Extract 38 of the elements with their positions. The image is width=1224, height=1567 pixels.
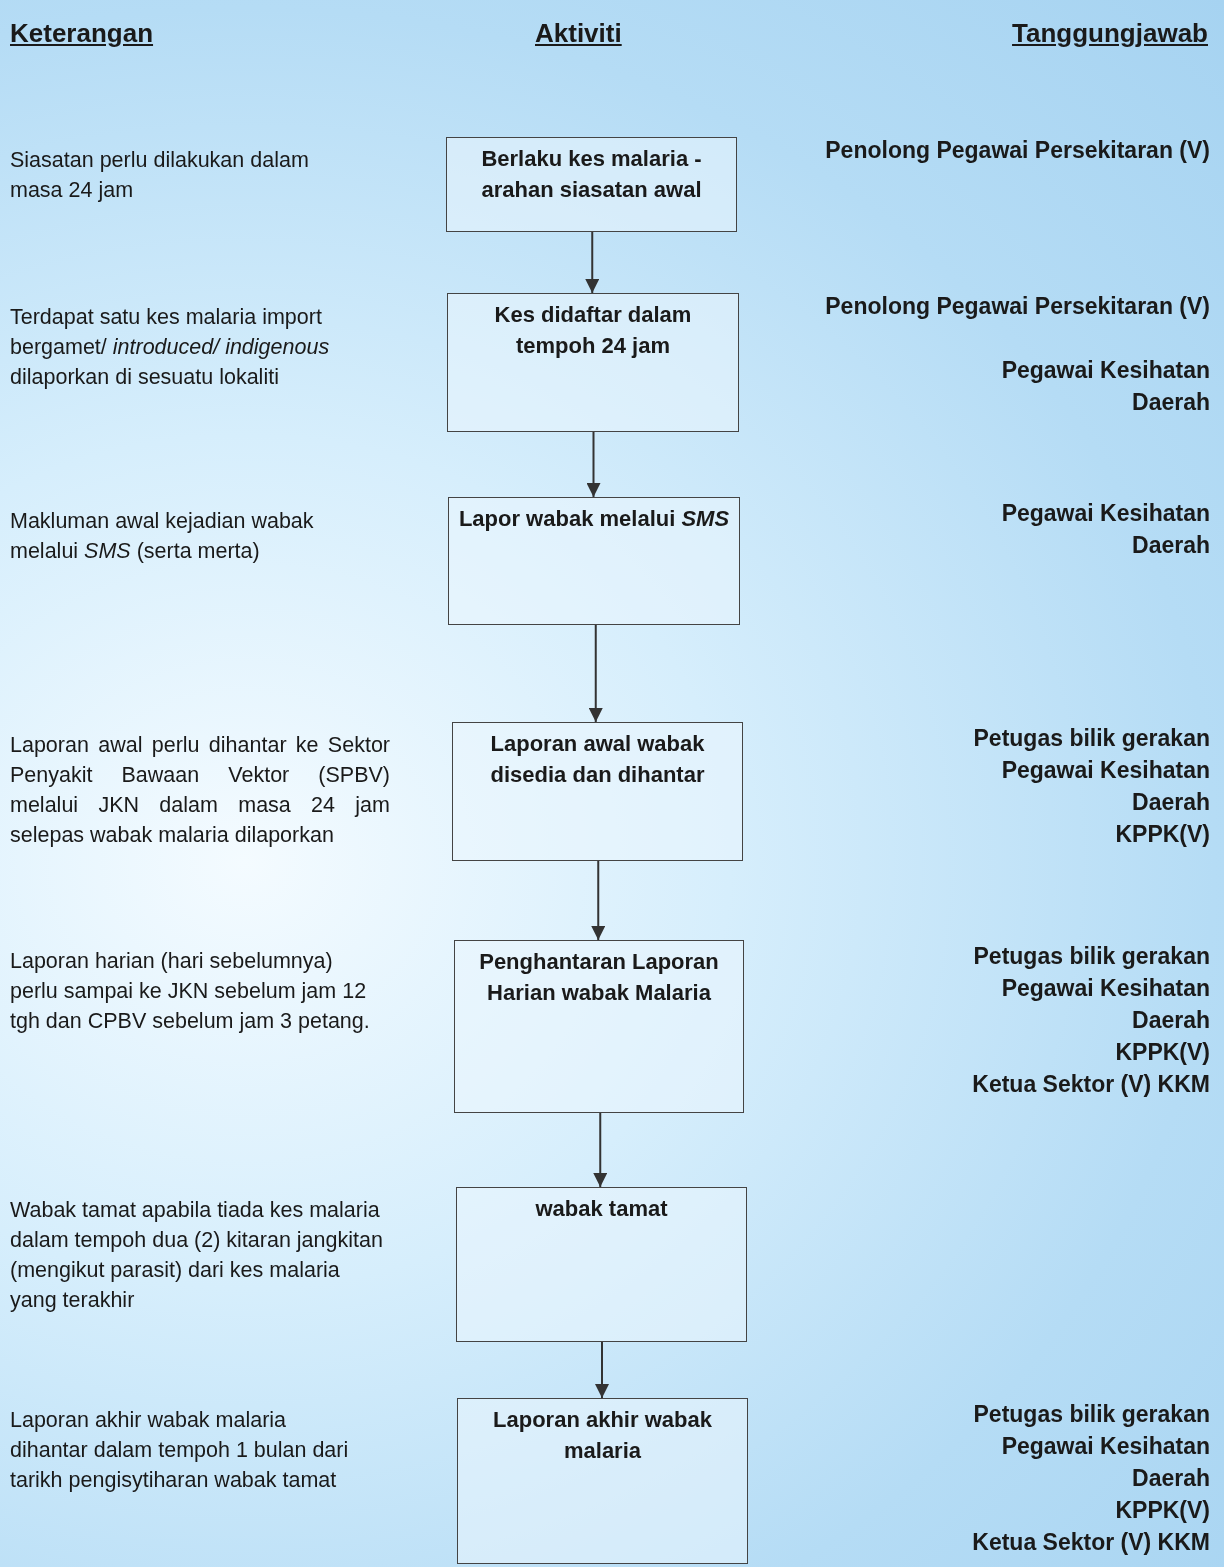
responsible-role: KPPK(V) [1114,820,1210,849]
arrow [591,860,606,941]
process-box: Kes didaftar dalam tempoh 24 jam [447,293,739,432]
arrow [593,1112,608,1188]
responsible-role: Penolong Pegawai Persekitaran (V) [824,292,1210,321]
responsible-role: Penolong Pegawai Persekitaran (V) [824,136,1210,165]
column-heading: Tanggungjawab [1012,18,1208,49]
description-text: Laporan akhir wabak malaria dihantar dalam tempoh 1 bulan dari tarikh pengisytiharan wabak tamat [10,1407,350,1494]
responsible-role: Petugas bilik gerakan [972,724,1210,753]
responsible-role: Pegawai Kesihatan Daerah [1000,356,1210,417]
description-text: Laporan harian (hari sebelumnya) perlu sampai ke JKN sebelum jam 12 tgh dan CPBV sebelum jam 3 petang. [10,948,371,1035]
responsible-role: KPPK(V) [1114,1496,1210,1525]
responsible-role: Pegawai Kesihatan Daerah [1000,499,1210,560]
arrow [585,231,600,294]
column-heading: Keterangan [10,18,154,49]
process-box: wabak tamat [456,1187,747,1342]
description-text: Siasatan perlu dilakukan dalam masa 24 jam [10,147,310,204]
arrow [586,431,601,498]
description-text: Terdapat satu kes malaria import bergamet/ introduced/ indigenous dilaporkan di sesuatu lokaliti [10,304,331,391]
process-box: Lapor wabak melalui SMS [448,497,740,625]
arrow [588,624,603,723]
responsible-role: Pegawai Kesihatan Daerah [1000,974,1210,1035]
responsible-role: Pegawai Kesihatan Daerah [1000,756,1210,817]
description-text: Wabak tamat apabila tiada kes malaria dalam tempoh dua (2) kitaran jangkitan (mengikut parasit) dari kes malaria yang terakhir [10,1197,384,1314]
process-box: Penghantaran Laporan Harian wabak Malaria [454,940,744,1113]
responsible-role: KPPK(V) [1114,1038,1210,1067]
description-text: Laporan awal perlu dihantar ke Sektor Penyakit Bawaan Vektor (SPBV) melalui JKN dalam masa 24 jam selepas wabak malaria dilaporkan [10,732,390,849]
column-heading: Aktiviti [535,18,622,49]
process-box: Laporan akhir wabak malaria [457,1398,748,1564]
process-box: Berlaku kes malaria - arahan siasatan awal [446,137,737,232]
description-text: Makluman awal kejadian wabak melalui SMS (serta merta) [10,508,315,565]
arrow [595,1341,609,1399]
responsible-role: Ketua Sektor (V) KKM [971,1528,1210,1557]
responsible-role: Petugas bilik gerakan [972,1400,1210,1429]
responsible-role: Pegawai Kesihatan Daerah [1000,1432,1210,1493]
responsible-role: Ketua Sektor (V) KKM [971,1070,1210,1099]
responsible-role: Petugas bilik gerakan [972,942,1210,971]
process-box: Laporan awal wabak disedia dan dihantar [452,722,743,861]
